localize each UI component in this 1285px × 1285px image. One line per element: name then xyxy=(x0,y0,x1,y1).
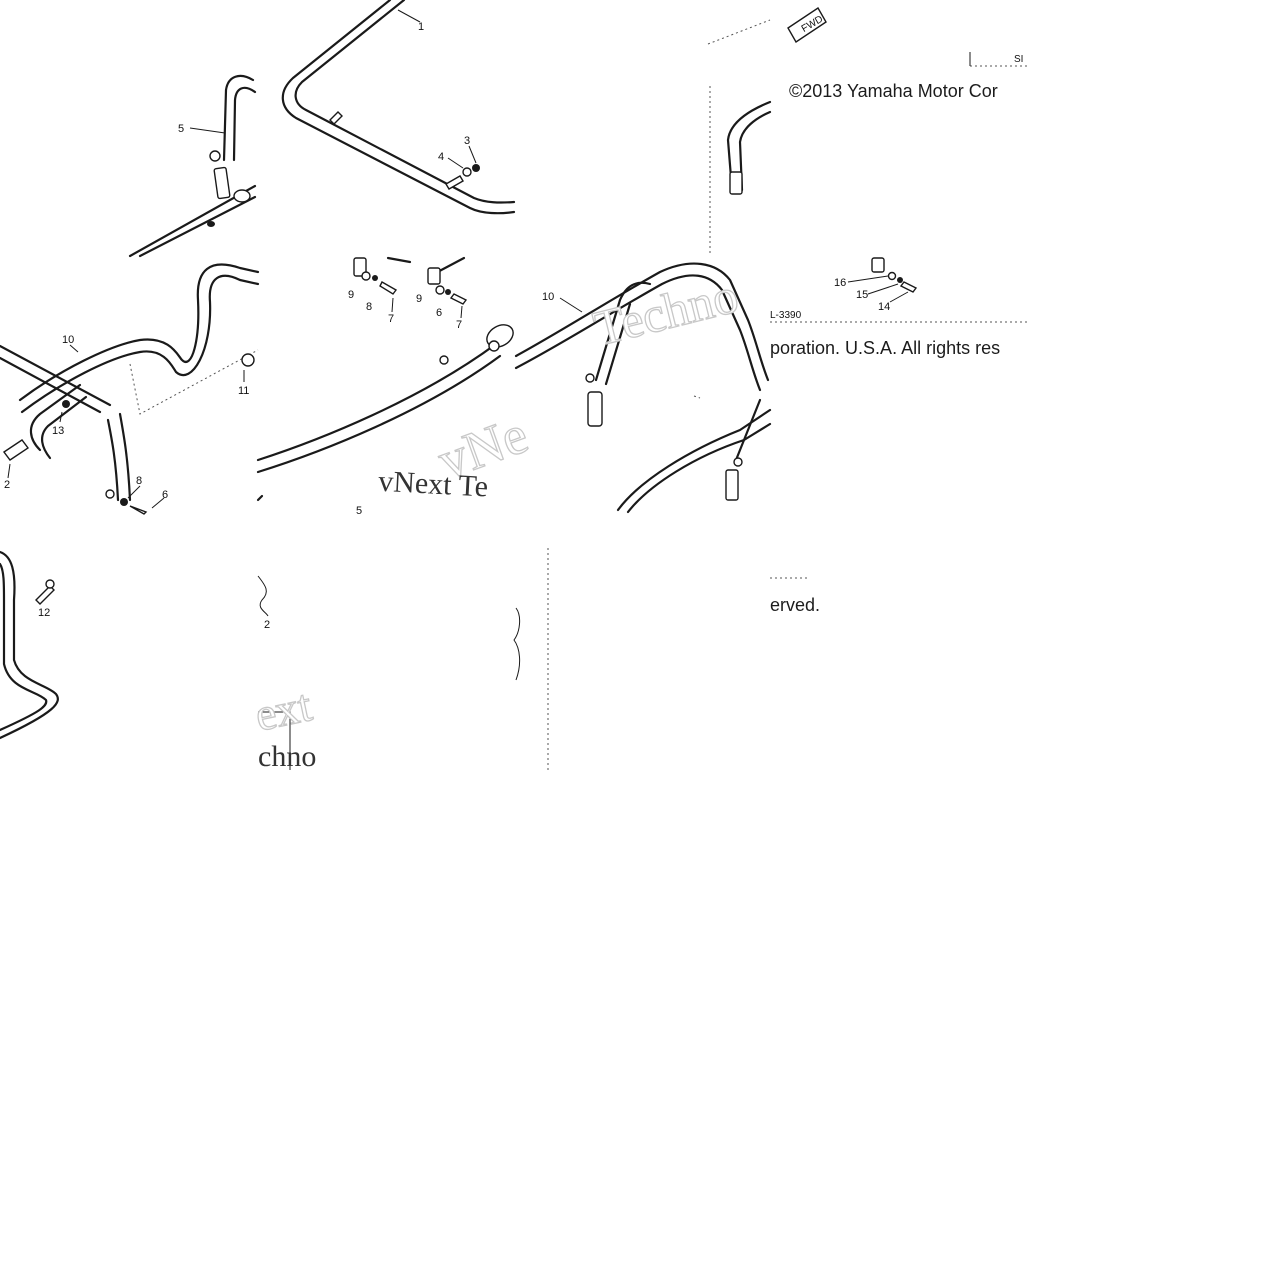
tile-bottom-center-left: 2 ext chno xyxy=(250,575,317,773)
callout-13: 13 xyxy=(52,425,64,437)
watermark-text-4: ext xyxy=(250,679,316,741)
tile-bottom-right: erved. xyxy=(770,577,820,615)
callout-5: 5 xyxy=(178,123,184,135)
callout-7: 7 xyxy=(388,313,394,325)
watermark-text-3: vNext Te xyxy=(378,465,489,504)
tile-top-left: 5 xyxy=(128,74,257,258)
tile-top-center: 1 3 4 xyxy=(281,0,516,215)
callout-16: 16 xyxy=(834,277,846,289)
callout-2: 2 xyxy=(4,479,10,491)
svg-text:SI: SI xyxy=(1014,54,1023,65)
callout-10: 10 xyxy=(62,334,74,346)
copyright-line-2: poration. U.S.A. All rights res xyxy=(770,338,1000,358)
callout-14: 14 xyxy=(878,301,890,313)
callout-6b: 6 xyxy=(436,307,442,319)
watermark-text-1: Techno xyxy=(588,267,744,357)
watermark-text-2: vNe xyxy=(430,404,535,491)
tile-right-middle: 16 15 14 L-3390 poration. U.S.A. All rig… xyxy=(770,257,1028,358)
callout-3: 3 xyxy=(464,135,470,147)
tile-bottom-center xyxy=(513,548,549,770)
callout-4: 4 xyxy=(438,151,444,163)
callout-6: 6 xyxy=(162,489,168,501)
tile-middle-center: 9 8 7 9 6 7 5 vNe vNext Te xyxy=(256,256,536,517)
callout-1: 1 xyxy=(418,21,424,33)
callout-10b: 10 xyxy=(542,291,554,303)
callout-11: 11 xyxy=(238,385,249,397)
callout-15: 15 xyxy=(856,289,868,301)
callout-5b: 5 xyxy=(356,505,362,517)
callout-2b: 2 xyxy=(264,619,270,631)
callout-7b: 7 xyxy=(456,319,462,331)
callout-12: 12 xyxy=(38,607,50,619)
tile-top-right: FWD SI ©2013 Yamaha Motor Cor xyxy=(707,7,1028,256)
fwd-arrow-icon: FWD xyxy=(787,7,827,43)
callout-8: 8 xyxy=(136,475,142,487)
callout-9b: 9 xyxy=(416,293,422,305)
copyright-line-3: erved. xyxy=(770,595,820,615)
tile-bottom-left: 12 xyxy=(0,550,59,740)
tile-middle-left: 10 11 13 2 8 6 xyxy=(0,263,260,515)
tile-middle-right: 10 Techno xyxy=(514,262,772,514)
copyright-line-1: ©2013 Yamaha Motor Cor xyxy=(789,81,998,101)
callout-9: 9 xyxy=(348,289,354,301)
callout-8b: 8 xyxy=(366,301,372,313)
reference-code: L-3390 xyxy=(770,310,802,321)
watermark-text-5: chno xyxy=(258,740,316,773)
